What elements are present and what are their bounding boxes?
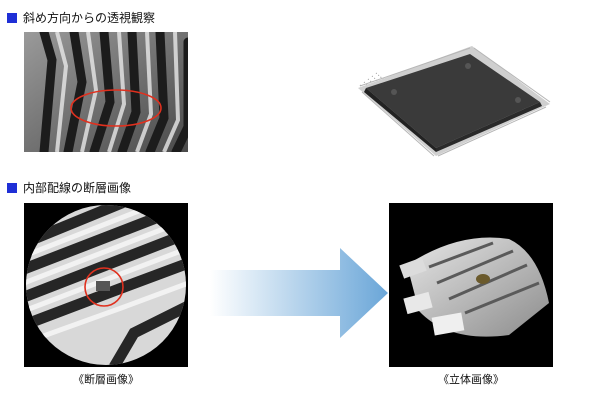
section-title-internal: 内部配線の断層画像 <box>23 181 132 195</box>
qfp-chip-image <box>340 40 570 165</box>
oblique-xray-image <box>24 32 188 152</box>
blue-square-icon <box>7 182 17 193</box>
tomogram-caption: 《断層画像》 <box>73 373 139 386</box>
highlight-circle <box>84 267 124 307</box>
section-heading-oblique: 斜め方向からの透視観察 <box>7 9 155 26</box>
right-arrow-icon <box>210 248 390 338</box>
section-heading-internal: 内部配線の断層画像 <box>7 179 131 196</box>
volume-caption: 《立体画像》 <box>438 373 504 386</box>
volume-image <box>389 203 553 367</box>
highlight-circle <box>70 89 162 127</box>
tomogram-image <box>24 203 188 367</box>
section-title-oblique: 斜め方向からの透視観察 <box>23 11 156 25</box>
blue-square-icon <box>7 12 17 23</box>
